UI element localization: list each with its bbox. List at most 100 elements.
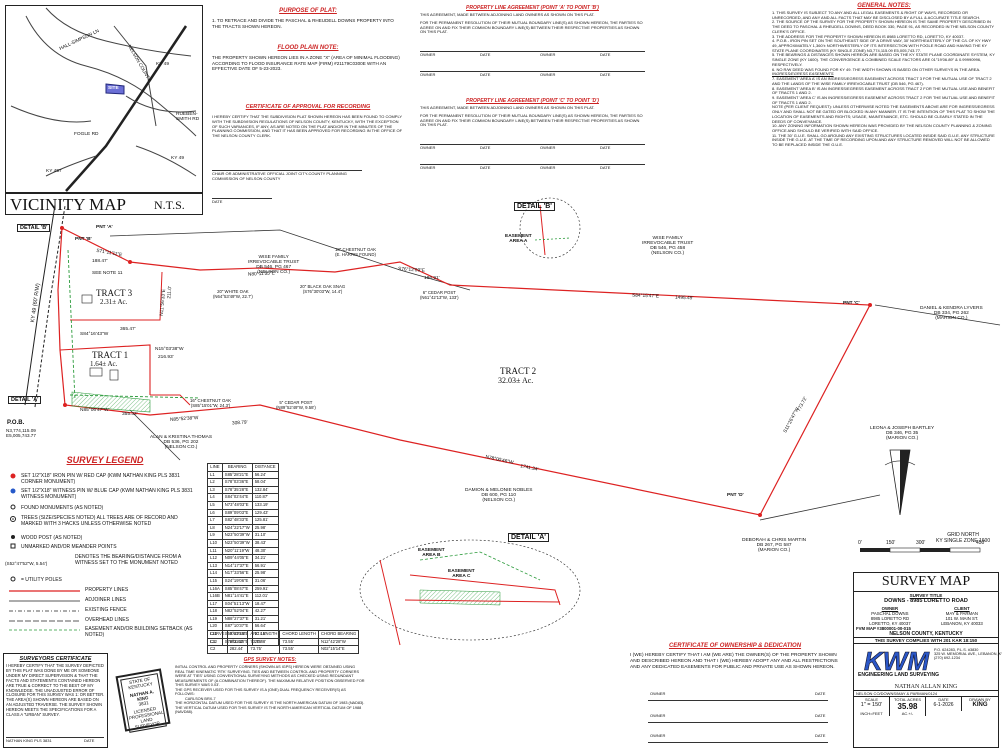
line-table-cell: 56.24' bbox=[251, 470, 279, 480]
general-note-10: 10. ANY ZONING INFORMATION SHOWN HEREON … bbox=[772, 123, 992, 133]
surveyors-cert-text: I HEREBY CERTIFY THAT THE SURVEY DEPICTE… bbox=[6, 663, 105, 718]
road-label-rueben: RUEBEN-SMITH RD bbox=[176, 112, 200, 122]
line-table-cell: S78°35'28"E bbox=[221, 485, 253, 495]
legend-bearing-distance: DENOTES THE BEARING/DISTANCE FROM A WITN… bbox=[75, 554, 181, 566]
firm-logo: KWM bbox=[864, 646, 930, 677]
line-table-cell: L6 bbox=[207, 508, 223, 518]
dist-365: 365.47' bbox=[120, 327, 136, 332]
general-note-11: 11. THE 30' G.U.E. SHALL GO AROUND ANY E… bbox=[772, 132, 995, 148]
general-note-6: 6. NO R/W DEED WAS FOUND FOR KY 49. THE … bbox=[772, 66, 981, 72]
line-table-cell: N09°44'05"E bbox=[221, 554, 253, 563]
owner-wise-467: WISE FAMILY IRREVOCABLE TRUST DB 546, PG… bbox=[248, 255, 300, 275]
tract-1-name: TRACT 1 bbox=[92, 350, 129, 360]
line-table-cell: L15 bbox=[207, 576, 223, 586]
line-table-cell: 110.87' bbox=[251, 493, 279, 502]
line-table-cell: L14 bbox=[207, 569, 223, 578]
detail-a-tag: DETAIL 'A' bbox=[8, 396, 42, 404]
line-table-cell: 34.21' bbox=[251, 554, 279, 563]
line-table-cell: 132.84' bbox=[251, 485, 279, 495]
ownership-owner-3: OWNER bbox=[650, 733, 666, 738]
dist-308: 308.79' bbox=[231, 420, 248, 427]
line-table-cell: S78°03'36"E bbox=[221, 478, 253, 487]
line-table-cell: L9 bbox=[207, 531, 223, 540]
dist-1495: 1495.49' bbox=[674, 295, 694, 302]
curve-table-header: CHORD BEARING bbox=[317, 630, 360, 639]
line-table-cell: L2 bbox=[207, 478, 223, 487]
flood-section: FLOOD PLAIN NOTE: THE PROPERTY SHOWN HER… bbox=[212, 45, 404, 72]
line-table-cell: L7 bbox=[207, 516, 223, 525]
line-table-cell: 42.27' bbox=[251, 607, 279, 616]
scale-450: 450' bbox=[976, 540, 986, 546]
flood-text: THE PROPERTY SHOWN HEREON LIES IN A ZONE… bbox=[212, 55, 400, 72]
surveyor-seal: STATE OF KENTUCKY NATHAN A. KING 3831 LI… bbox=[115, 668, 171, 733]
legend-adjoiner-lines: ADJOINER LINES bbox=[85, 597, 127, 603]
line-table-cell: 18.47' bbox=[251, 599, 279, 609]
approval-title: CERTIFICATE OF APPROVAL FOR RECORDING bbox=[245, 104, 371, 110]
client-label: CLIENT bbox=[954, 606, 970, 611]
agreement-ab-owner2: OWNER bbox=[540, 52, 556, 57]
ownership-certificate: CERTIFICATE OF OWNERSHIP & DEDICATION I … bbox=[630, 643, 840, 671]
site-label: SITE bbox=[108, 86, 119, 91]
feature-chestnut-oak-16: 16" CHESTNUT OAK (S85°15'01"W, 24.3') bbox=[190, 398, 232, 408]
curve-table-cell: 73.75' bbox=[247, 645, 281, 654]
agreement-ab-owner4: OWNER bbox=[540, 72, 556, 77]
agreement-ab-owner3: OWNER bbox=[420, 72, 436, 77]
agreement-cd-date3: DATE bbox=[480, 165, 491, 170]
pnt-b-label: PNT 'B' bbox=[75, 237, 92, 242]
agreement-ab-date3: DATE bbox=[480, 72, 491, 77]
legend-title: SURVEY LEGEND bbox=[66, 455, 144, 465]
legend-easement: EASEMENT AND/OR BUILDING SETBACK (AS NOT… bbox=[85, 626, 193, 638]
tract-3-name: TRACT 3 bbox=[96, 288, 133, 298]
owner-wise-458: WISE FAMILY IRREVOCABLE TRUST DB 546, PG… bbox=[642, 236, 694, 256]
general-note-9: 9. EASEMENT 'AREA C' IS AN INGRESS/EGRES… bbox=[772, 94, 995, 105]
owner-lyvers: DANIEL & KENDRA LYVERS DB 334, PG 262 (M… bbox=[920, 306, 983, 321]
owner-label: OWNER bbox=[881, 606, 899, 611]
scale-value: 1" = 150' bbox=[854, 702, 890, 711]
line-table-cell: S85°08'47"E bbox=[221, 584, 253, 594]
agreement-cd-owner2: OWNER bbox=[540, 145, 556, 150]
line-table-cell: L18 bbox=[207, 607, 223, 616]
general-note-5: 5. THE BEARINGS & DISTANCES SHOWN HEREON… bbox=[772, 52, 995, 67]
line-table-cell: S84°02'44"E bbox=[221, 493, 253, 502]
line-table-cell: L1 bbox=[207, 470, 223, 480]
line-table-cell: L10 bbox=[207, 538, 223, 548]
general-note-8: 8. EASEMENT 'AREA B' IS AN INGRESS/EGRES… bbox=[772, 85, 995, 96]
acres-value: 35.98 bbox=[890, 702, 926, 711]
ownership-date-3: DATE bbox=[815, 733, 826, 738]
line-table-cell: L3 bbox=[207, 485, 223, 495]
pnt-d-label: PNT 'D' bbox=[727, 493, 744, 498]
scale-header: SCALE bbox=[854, 697, 890, 702]
legend-sample-bearing: (S52°47'52"W, 5.54') bbox=[5, 561, 48, 566]
detail-a-title: DETAIL 'A' bbox=[508, 533, 549, 542]
title-block-title: SURVEY MAP bbox=[854, 573, 998, 592]
line-table-cell: 31.06' bbox=[251, 576, 279, 586]
agreement-cd-date4: DATE bbox=[600, 165, 611, 170]
line-table-cell: L13 bbox=[207, 561, 223, 571]
seal-role: LICENSED PROFESSIONAL LAND SURVEYOR bbox=[128, 705, 164, 730]
bearing-s76: S76°12'09"E bbox=[397, 267, 426, 274]
line-table-cell: S85°28'21"E bbox=[221, 470, 253, 480]
tract-1-area: 1.64± Ac. bbox=[90, 360, 118, 368]
feature-black-oak-20: 20" BLACK OAK SNAG (S76°30'03"W, 14.4') bbox=[300, 284, 346, 294]
line-table-cell: N73°48'03"E bbox=[221, 500, 253, 510]
see-note-11: SEE NOTE 11 bbox=[92, 271, 123, 276]
agreement-cd-owner4: OWNER bbox=[540, 165, 556, 170]
line-table-cell: 58.04' bbox=[251, 478, 279, 487]
tract-2-area: 32.03± Ac. bbox=[498, 376, 534, 385]
bearing-n78: N78°00'46"W bbox=[484, 455, 514, 466]
line-table-cell: N23°50'39"W bbox=[221, 531, 253, 540]
ownership-cert-text: I (WE) HEREBY CERTIFY THAT I AM (WE ARE)… bbox=[630, 653, 838, 670]
approval-text: I HEREBY CERTIFY THAT THE SUBDIVISION PL… bbox=[212, 114, 403, 139]
feature-cedar-post-6: 6" CEDAR POST (N61°42'13"W, 133') bbox=[420, 290, 459, 300]
survey-title: DOWNS - 8985 LORETTO ROAD bbox=[884, 598, 968, 604]
scale-300: 300' bbox=[916, 540, 926, 546]
agreement-cd-date2: DATE bbox=[600, 145, 611, 150]
curve-table-cell: N02°15'14"E bbox=[317, 645, 360, 654]
survey-title-label: SURVEY TITLE bbox=[909, 593, 943, 598]
